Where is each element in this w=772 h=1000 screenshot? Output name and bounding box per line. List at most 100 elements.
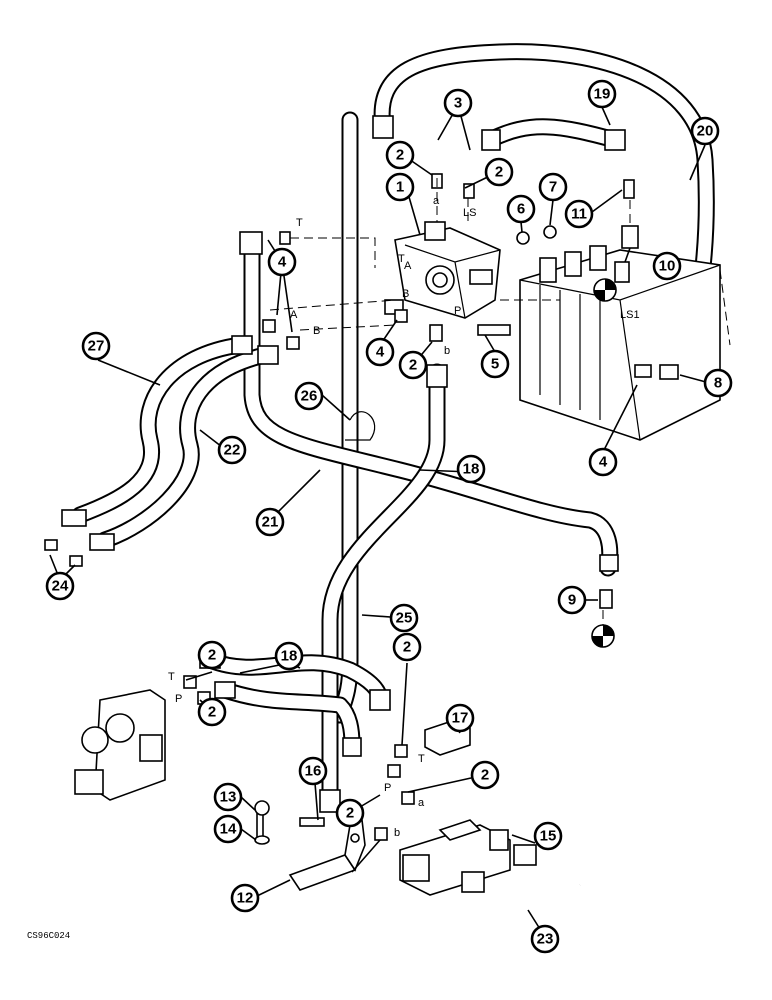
bracket-12 bbox=[288, 818, 366, 891]
svg-text:4: 4 bbox=[599, 454, 608, 471]
callout-18: 18 bbox=[274, 641, 304, 671]
callout-14: 14 bbox=[213, 814, 243, 844]
port-label-t-upper: T bbox=[296, 217, 303, 229]
port-label-b: b bbox=[444, 345, 450, 357]
callout-23: 23 bbox=[530, 924, 560, 954]
port-label-b-lower: b bbox=[394, 827, 400, 839]
callout-26: 26 bbox=[294, 381, 324, 411]
svg-text:1: 1 bbox=[396, 179, 404, 196]
drawing-code: CS96C024 bbox=[27, 931, 70, 941]
callout-19: 19 bbox=[587, 79, 617, 109]
callout-13: 13 bbox=[213, 782, 243, 812]
svg-text:16: 16 bbox=[305, 763, 322, 780]
solenoid-valve bbox=[399, 819, 511, 896]
callout-4: 4 bbox=[588, 447, 618, 477]
callout-24: 24 bbox=[45, 571, 75, 601]
svg-text:5: 5 bbox=[491, 356, 499, 373]
port-label-b-valve: B bbox=[402, 288, 409, 300]
callout-17: 17 bbox=[445, 703, 475, 733]
callout-8: 8 bbox=[703, 368, 733, 398]
svg-text:20: 20 bbox=[697, 123, 714, 140]
callout-2: 2 bbox=[398, 350, 428, 380]
svg-text:23: 23 bbox=[537, 931, 554, 948]
port-label-a-line: A bbox=[290, 309, 298, 321]
port-label-t-lower: T bbox=[418, 753, 425, 765]
callouts: 1 2 2 2 2 2 2 2 2 3 4 4 4 5 6 7 8 9 10 1… bbox=[45, 79, 733, 954]
callout-25: 25 bbox=[389, 603, 419, 633]
callout-4: 4 bbox=[365, 337, 395, 367]
port-label-a-valve: A bbox=[404, 260, 412, 272]
port-label-a: a bbox=[433, 195, 440, 207]
port-label-ls: LS bbox=[463, 207, 476, 219]
svg-text:26: 26 bbox=[301, 388, 318, 405]
svg-text:4: 4 bbox=[278, 254, 287, 271]
svg-text:2: 2 bbox=[481, 767, 489, 784]
callout-9: 9 bbox=[557, 585, 587, 615]
svg-text:27: 27 bbox=[88, 338, 105, 355]
svg-text:7: 7 bbox=[549, 179, 557, 196]
callout-20: 20 bbox=[690, 116, 720, 146]
callout-2: 2 bbox=[385, 140, 415, 170]
svg-text:8: 8 bbox=[714, 375, 722, 392]
port-label-p-left: P bbox=[175, 693, 182, 705]
callout-27: 27 bbox=[81, 331, 111, 361]
svg-text:4: 4 bbox=[376, 344, 385, 361]
svg-text:2: 2 bbox=[409, 357, 417, 374]
callout-10: 10 bbox=[652, 251, 682, 281]
fittings bbox=[44, 173, 679, 845]
callout-11: 11 bbox=[564, 199, 594, 229]
callout-4: 4 bbox=[267, 247, 297, 277]
callout-6: 6 bbox=[506, 194, 536, 224]
port-label-a-lower: a bbox=[418, 797, 425, 809]
svg-text:22: 22 bbox=[224, 442, 241, 459]
svg-text:6: 6 bbox=[517, 201, 525, 218]
svg-text:18: 18 bbox=[281, 648, 298, 665]
hoses bbox=[61, 43, 715, 813]
svg-text:12: 12 bbox=[237, 890, 254, 907]
svg-text:21: 21 bbox=[262, 514, 279, 531]
port-label-ls1: LS1 bbox=[620, 309, 640, 321]
port-label-t-valve: T bbox=[398, 253, 405, 265]
svg-text:11: 11 bbox=[571, 206, 587, 223]
port-labels: a LS T T A B P b A B LS1 T P T P a b bbox=[168, 195, 640, 839]
callout-7: 7 bbox=[538, 172, 568, 202]
port-label-p-lower: P bbox=[384, 782, 391, 794]
dashed-connections bbox=[269, 178, 731, 625]
svg-text:2: 2 bbox=[403, 639, 411, 656]
callout-2: 2 bbox=[197, 640, 227, 670]
svg-text:15: 15 bbox=[540, 828, 557, 845]
svg-text:17: 17 bbox=[452, 710, 469, 727]
callout-12: 12 bbox=[230, 883, 260, 913]
svg-text:2: 2 bbox=[208, 647, 216, 664]
callout-5: 5 bbox=[480, 349, 510, 379]
svg-text:13: 13 bbox=[220, 789, 237, 806]
svg-text:9: 9 bbox=[568, 592, 576, 609]
callout-2: 2 bbox=[484, 157, 514, 187]
callout-22: 22 bbox=[217, 435, 247, 465]
callout-2: 2 bbox=[335, 798, 365, 828]
wire-harness bbox=[461, 844, 581, 917]
svg-text:2: 2 bbox=[346, 805, 354, 822]
svg-text:2: 2 bbox=[208, 704, 216, 721]
svg-text:2: 2 bbox=[495, 164, 503, 181]
callout-3: 3 bbox=[443, 88, 473, 118]
callout-2: 2 bbox=[197, 697, 227, 727]
gauge-symbol bbox=[591, 624, 615, 648]
callout-2: 2 bbox=[392, 632, 422, 662]
callout-15: 15 bbox=[533, 821, 563, 851]
svg-text:2: 2 bbox=[396, 147, 404, 164]
callout-1: 1 bbox=[385, 172, 415, 202]
svg-text:10: 10 bbox=[659, 258, 676, 275]
svg-text:19: 19 bbox=[594, 86, 611, 103]
callout-2: 2 bbox=[470, 760, 500, 790]
callout-16: 16 bbox=[298, 756, 328, 786]
svg-text:24: 24 bbox=[52, 578, 69, 595]
svg-text:3: 3 bbox=[454, 95, 462, 112]
svg-text:14: 14 bbox=[220, 821, 237, 838]
priority-valve bbox=[384, 221, 501, 319]
callout-21: 21 bbox=[255, 507, 285, 537]
svg-text:18: 18 bbox=[463, 461, 480, 478]
control-valve-bank bbox=[519, 245, 721, 441]
